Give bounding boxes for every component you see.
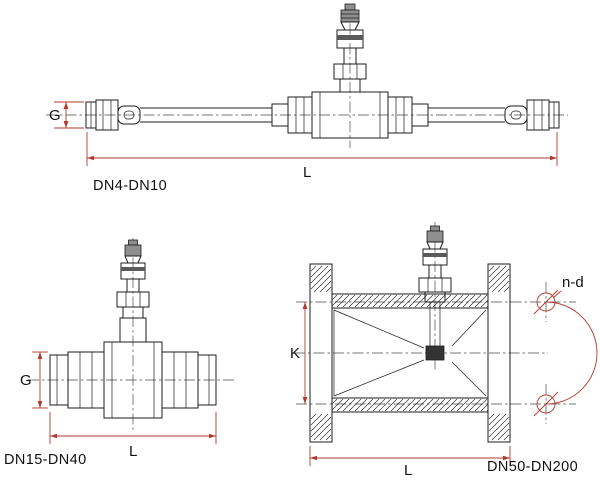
- dim-label-l: L: [303, 164, 311, 181]
- dimension-l: L: [309, 446, 511, 479]
- outlet-fitting: [504, 99, 560, 131]
- dimension-l: L: [86, 132, 558, 181]
- turbine-rotor: [425, 345, 445, 361]
- flange-hatch: [488, 265, 510, 293]
- dim-label-g: G: [20, 372, 32, 389]
- view-dn4-dn10: G L DN4-DN10: [46, 3, 568, 194]
- barrel-section: [331, 293, 489, 413]
- inlet-pipe: [140, 107, 272, 123]
- dim-label-nd: n-d: [562, 274, 584, 291]
- flanges: [309, 263, 511, 443]
- wall-hatch: [331, 398, 489, 412]
- dim-label-k: K: [290, 345, 300, 362]
- flange-hatch: [310, 413, 332, 441]
- caption-dn15-dn40: DN15-DN40: [4, 452, 87, 468]
- dim-label-l: L: [404, 462, 412, 479]
- flange-hatch: [310, 265, 332, 293]
- view-dn50-dn200: n-d K L DN50-DN200: [290, 222, 598, 479]
- sensor-assembly: [116, 239, 150, 343]
- bolt-hole-top: [536, 292, 556, 312]
- dim-label-g: G: [49, 107, 61, 124]
- bolt-hole-bottom: [536, 394, 556, 414]
- caption-dn4-dn10: DN4-DN10: [93, 178, 167, 194]
- dim-label-l: L: [129, 443, 137, 460]
- meter-body: [271, 91, 429, 139]
- sensor-assembly: [418, 225, 452, 303]
- caption-dn50-dn200: DN50-DN200: [487, 459, 578, 475]
- flange-hatch: [488, 413, 510, 441]
- wall-hatch: [331, 294, 489, 308]
- dimension-l: L: [49, 412, 217, 460]
- centerlines: [28, 238, 236, 430]
- centerlines: [294, 222, 576, 424]
- bolt-circle: n-d: [533, 274, 598, 417]
- centerlines: [46, 4, 568, 148]
- view-dn15-dn40: G L DN15-DN40: [4, 238, 236, 468]
- sensor-assembly: [333, 3, 367, 93]
- dimension-g: G: [20, 351, 48, 409]
- meter-body: [49, 341, 217, 419]
- outlet-pipe: [428, 107, 505, 123]
- dimension-k: K: [290, 302, 308, 404]
- inlet-fitting: [85, 99, 141, 131]
- dimension-g: G: [49, 101, 84, 129]
